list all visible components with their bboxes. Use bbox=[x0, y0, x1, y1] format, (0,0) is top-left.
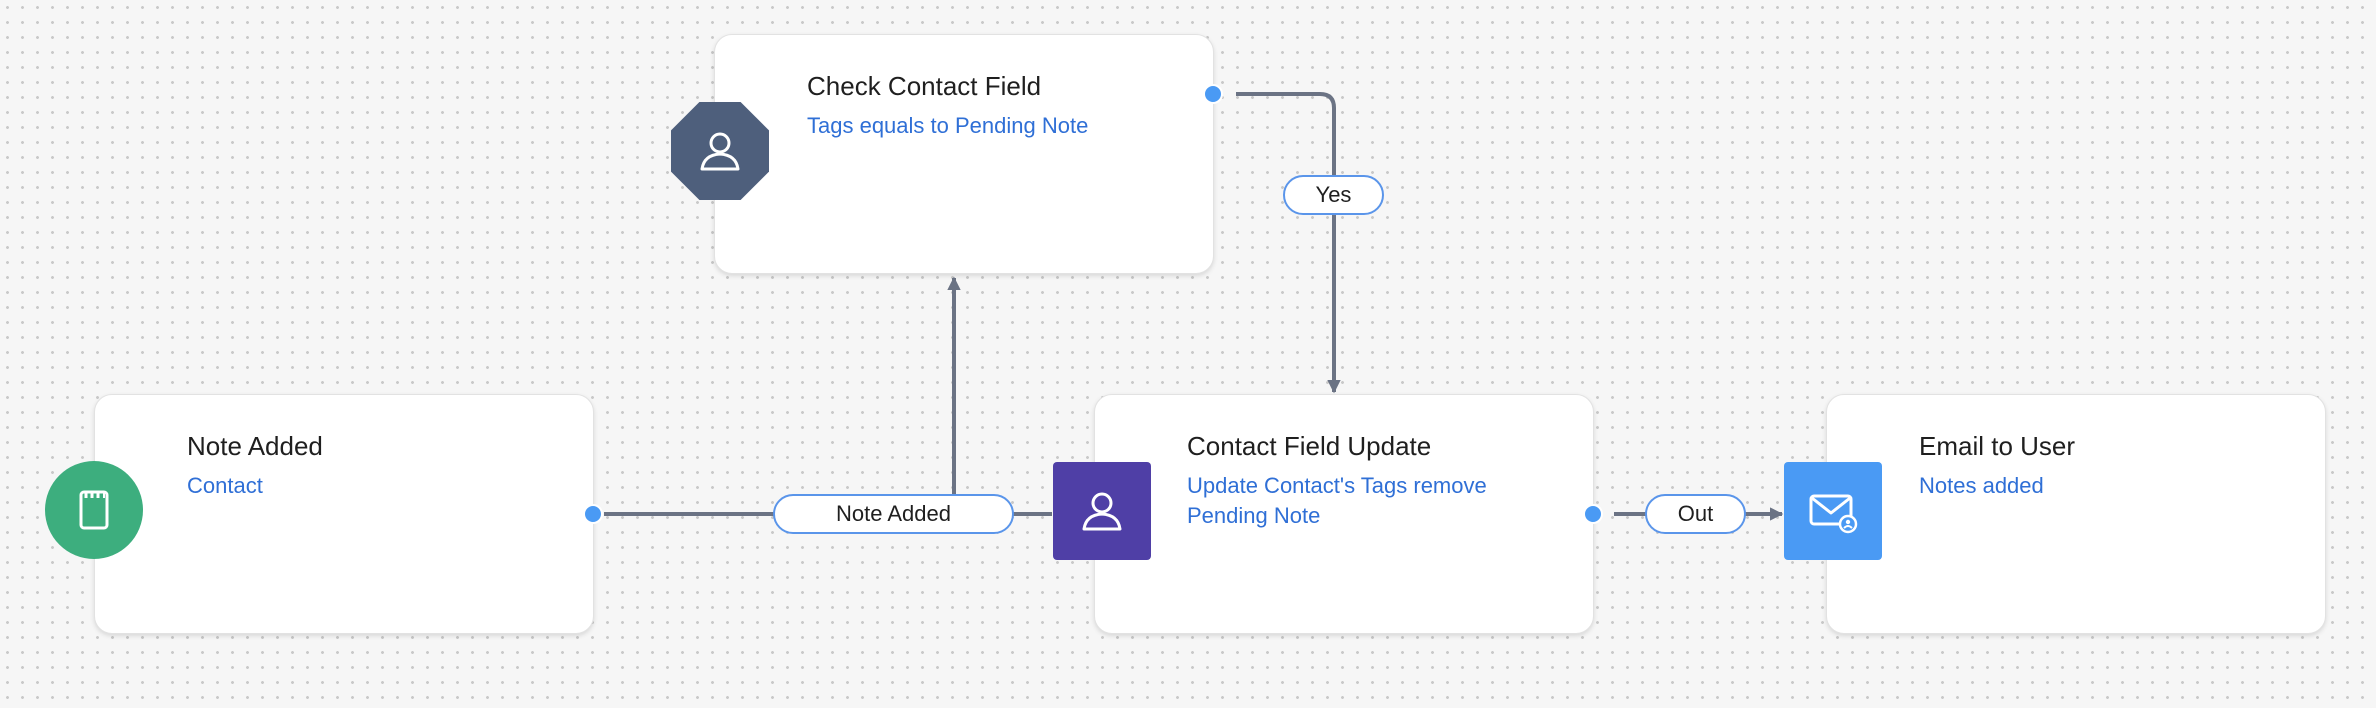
output-port[interactable] bbox=[1583, 504, 1603, 524]
envelope-user-icon bbox=[1784, 462, 1882, 560]
notepad-icon bbox=[45, 461, 143, 559]
notepad-glyph bbox=[79, 490, 109, 530]
output-port[interactable] bbox=[583, 504, 603, 524]
node-title: Check Contact Field bbox=[807, 71, 1042, 101]
edge-label-note-added[interactable]: Note Added bbox=[773, 494, 1014, 534]
contact-person-icon bbox=[1053, 462, 1151, 560]
edge-label-out[interactable]: Out bbox=[1645, 494, 1746, 534]
node-detail: Tags equals to Pending Note bbox=[807, 113, 1089, 138]
connector-note-added-to-check[interactable] bbox=[604, 276, 961, 516]
node-title: Note Added bbox=[187, 431, 323, 461]
node-detail: Contact bbox=[187, 473, 263, 498]
node-detail: Notes added bbox=[1919, 473, 2044, 498]
edge-label-yes[interactable]: Yes bbox=[1283, 175, 1384, 215]
connector-check-to-update[interactable] bbox=[1236, 92, 1341, 394]
envelope-glyph bbox=[1809, 494, 1858, 534]
node-title: Contact Field Update bbox=[1187, 431, 1432, 461]
node-title: Email to User bbox=[1919, 431, 2076, 461]
node-detail: Update Contact's Tags remove Pending Not… bbox=[1187, 473, 1487, 528]
person-glyph bbox=[700, 132, 740, 171]
contact-person-icon bbox=[671, 102, 769, 200]
node-check-contact-field[interactable]: Check Contact Field Tags equals to Pendi… bbox=[714, 34, 1214, 274]
node-email-to-user[interactable]: Email to User Notes added bbox=[1826, 394, 2326, 634]
node-note-added[interactable]: Note Added Contact bbox=[94, 394, 594, 634]
output-port[interactable] bbox=[1203, 84, 1223, 104]
person-glyph bbox=[1082, 492, 1122, 531]
node-contact-field-update[interactable]: Contact Field Update Update Contact's Ta… bbox=[1094, 394, 1594, 634]
